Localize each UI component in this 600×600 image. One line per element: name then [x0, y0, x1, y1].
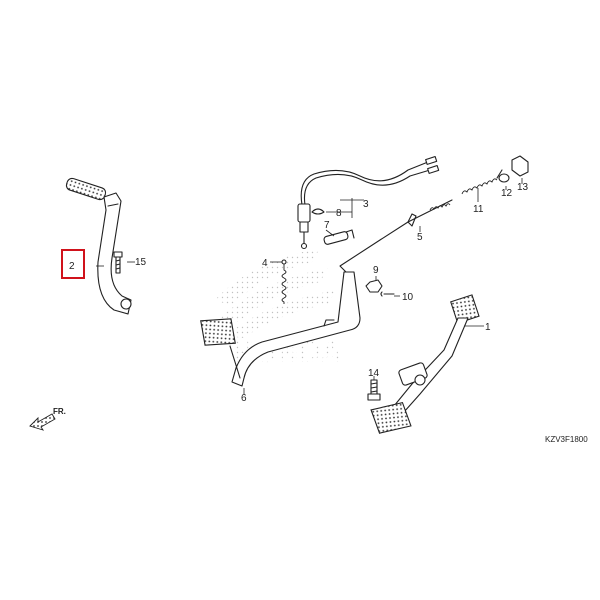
brake-pedal-6	[200, 271, 361, 387]
label-part-15: 15	[135, 257, 147, 268]
label-part-9: 9	[373, 265, 379, 276]
clip-8	[311, 208, 325, 215]
nut-13	[511, 155, 529, 177]
washer-12	[498, 173, 510, 183]
pin-10	[380, 291, 395, 297]
label-part-1: 1	[485, 322, 491, 333]
honda-watermark: HONDA	[215, 248, 342, 369]
label-part-10: 10	[402, 292, 414, 303]
switch-cable-3	[297, 156, 440, 250]
label-part-8: 8	[336, 208, 342, 219]
label-part-4: 4	[262, 258, 268, 269]
bolt-15	[113, 251, 123, 274]
part-labels: 1 2 3 4 5 6 7 8 9 10 11 12 13 14 15	[69, 182, 529, 404]
label-part-11: 11	[473, 204, 484, 215]
catalog-code: KZV3F1800	[545, 435, 588, 444]
spring-holder-7	[323, 229, 355, 245]
kick-starter-arm	[65, 177, 132, 315]
label-part-14: 14	[368, 368, 380, 379]
bolt-9	[365, 279, 383, 293]
highlight-box-part-2	[61, 249, 85, 279]
leader-lines	[96, 178, 523, 394]
front-direction-marker: FR.	[29, 407, 66, 431]
label-part-6: 6	[241, 393, 247, 404]
brake-rod-5	[339, 199, 453, 273]
spring-11	[461, 169, 503, 195]
label-part-3: 3	[363, 199, 369, 210]
label-part-2: 2	[69, 261, 75, 272]
label-part-7: 7	[324, 220, 330, 231]
pedal-1	[370, 294, 480, 434]
label-part-5: 5	[417, 232, 423, 243]
front-label: FR.	[53, 407, 66, 416]
label-part-12: 12	[501, 188, 513, 199]
bolt-14	[367, 379, 381, 401]
label-part-13: 13	[517, 182, 529, 193]
